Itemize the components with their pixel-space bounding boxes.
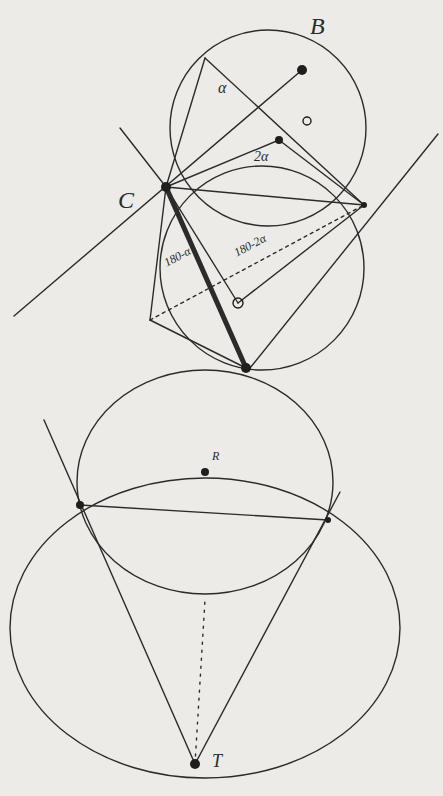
large-circle: [10, 478, 400, 778]
point: [325, 517, 331, 523]
point: [297, 65, 307, 75]
small-circle: [77, 370, 333, 594]
chord: [166, 187, 238, 303]
lower-circle: [160, 166, 364, 370]
angle-label: B: [310, 14, 325, 38]
point: [303, 117, 311, 125]
chord: [205, 58, 364, 205]
point: [241, 363, 251, 373]
angle-label: 180-α: [162, 245, 193, 269]
chord: [279, 140, 364, 205]
chord: [166, 140, 279, 187]
angle-label: 2α: [254, 150, 268, 164]
line: [120, 128, 166, 187]
chord: [80, 505, 328, 520]
chord: [238, 205, 364, 303]
chord: [166, 187, 364, 205]
angle-label: 180-2α: [232, 232, 268, 259]
point: [233, 298, 243, 308]
point: [275, 136, 283, 144]
line: [250, 134, 438, 368]
point: [190, 759, 200, 769]
point: [361, 202, 367, 208]
tangent-line: [195, 492, 340, 764]
chord: [166, 58, 205, 187]
tangent-line: [44, 420, 195, 764]
dashed-line: [195, 600, 205, 764]
thick-chord: [166, 187, 246, 368]
point: [76, 501, 84, 509]
point: [161, 182, 171, 192]
chord: [150, 187, 166, 320]
angle-label: R: [212, 450, 219, 462]
point: [201, 468, 209, 476]
chord: [150, 320, 246, 368]
angle-label: T: [212, 752, 222, 770]
angle-label: α: [218, 80, 226, 96]
angle-label: C: [118, 188, 134, 212]
